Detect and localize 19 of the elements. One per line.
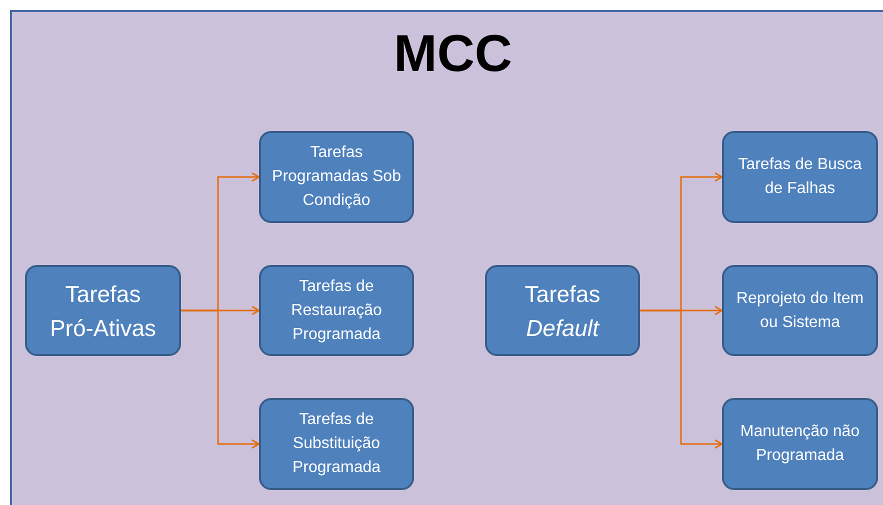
process-box (722, 265, 878, 356)
connector-arrow (181, 310, 260, 449)
connector-arrow (640, 310, 723, 449)
box-label: Manutenção não Programada (739, 422, 861, 466)
box-label: Tarefas Programadas Sob Condição (271, 143, 402, 211)
diagram-title: MCC (392, 24, 514, 85)
process-box (722, 131, 878, 223)
box-label: Tarefas Pró-Ativas (48, 280, 158, 342)
process-box (485, 265, 640, 356)
box-label: Tarefas Default (524, 280, 602, 342)
process-box (25, 265, 181, 356)
process-box (722, 398, 878, 490)
process-box (259, 131, 414, 223)
box-label: Tarefas de Restauração Programada (290, 276, 383, 344)
box-label: Reprojeto do Item ou Sistema (735, 288, 865, 332)
process-box (259, 265, 414, 356)
process-box (259, 398, 414, 490)
box-label: Tarefas de Busca de Falhas (737, 155, 863, 199)
box-label: Tarefas de Substituição Programada (291, 410, 382, 478)
